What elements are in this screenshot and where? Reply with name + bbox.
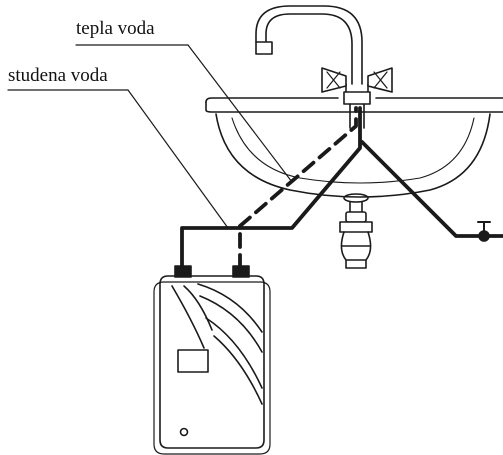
- stop-valve-icon: [477, 221, 491, 242]
- heater-indicator: [179, 427, 189, 437]
- water-heater: [153, 275, 271, 455]
- faucet-icon: [255, 5, 393, 129]
- hot-water-label: tepla voda: [76, 18, 155, 39]
- cold-water-label: studena voda: [8, 65, 108, 86]
- hot-connector: [232, 265, 250, 278]
- cold-label-pointer: [127, 89, 229, 229]
- siphon-trap: [339, 201, 373, 269]
- heater-display: [177, 349, 209, 373]
- cold-connector: [174, 265, 192, 278]
- cold-water-pipe: [180, 106, 362, 270]
- hot-label-pointer: [187, 44, 293, 183]
- hot-water-pipe: [238, 106, 358, 270]
- sink-basin: [205, 97, 503, 203]
